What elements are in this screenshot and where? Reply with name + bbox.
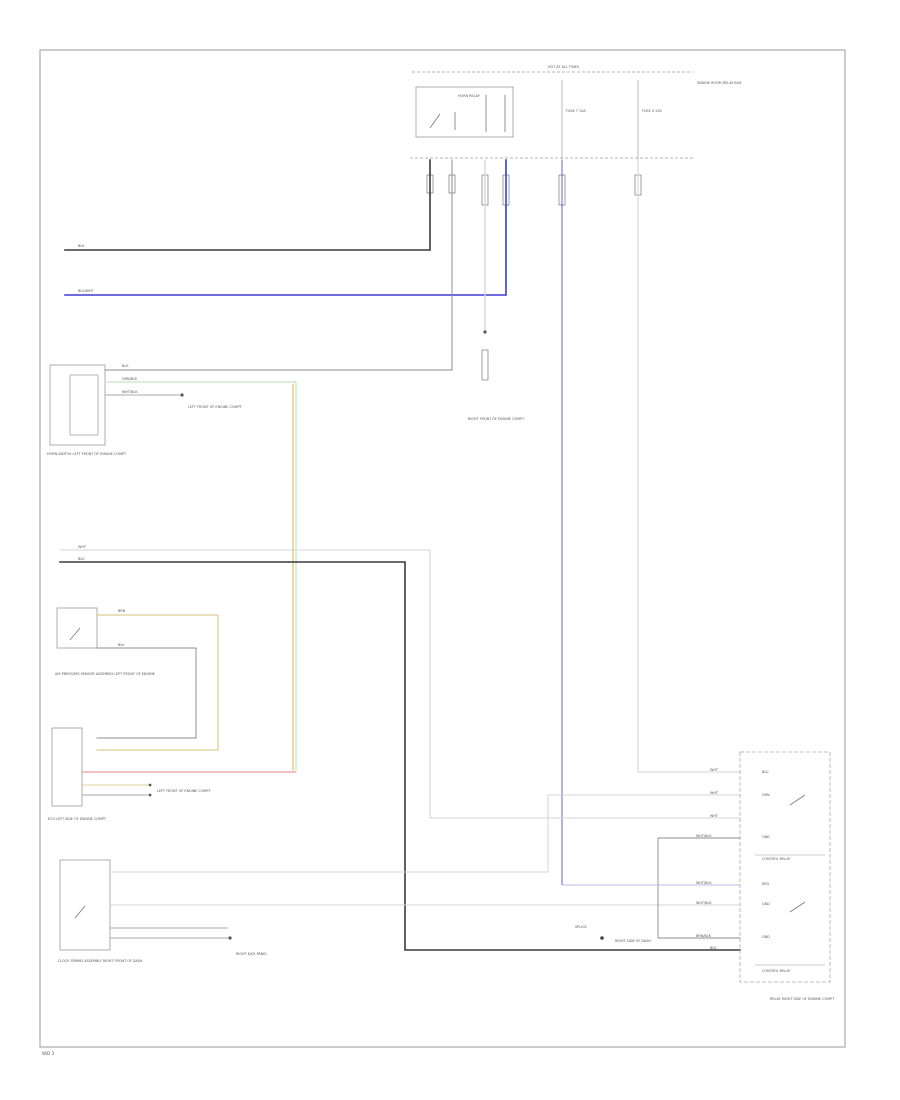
component-2-switch xyxy=(69,627,81,641)
ground-mid-point xyxy=(483,330,487,334)
right-pin-2: WHT xyxy=(710,791,719,795)
component-2-title: AIR PRESSURE SENSOR ASSEMBLY LEFT FRONT … xyxy=(55,672,155,676)
wire-1-label: BLK xyxy=(78,244,85,248)
component-2-box xyxy=(56,607,98,649)
right-inner-3: GND xyxy=(762,835,770,839)
ground-bottom-point xyxy=(228,936,232,940)
wire-black-left xyxy=(64,159,431,251)
ground-right-label: RIGHT SIDE OF DASH xyxy=(615,939,651,943)
component-3-box xyxy=(51,727,83,807)
ground-left-2 xyxy=(148,783,152,787)
wire-blue-left xyxy=(64,159,507,296)
wire-white-long xyxy=(59,549,741,819)
wire-light-comp4 xyxy=(109,794,741,873)
ground-mid-label: RIGHT FRONT OF ENGINE COMPT xyxy=(468,417,525,421)
wire-7-label: BLK xyxy=(78,557,85,561)
conn-left-1-label: LEFT FRONT OF ENGINE COMPT xyxy=(188,405,242,409)
component-1-box xyxy=(49,364,106,446)
wire-3-label: BLK xyxy=(122,364,129,368)
wire-white-right xyxy=(637,159,741,773)
right-inner-5: GND xyxy=(762,902,770,906)
conn-left-2-label: LEFT FRONT OF ENGINE COMPT xyxy=(157,789,211,793)
component-5-switch-2 xyxy=(789,901,806,913)
wire-9-label: BLK xyxy=(118,643,125,647)
wire-8-label: BRN xyxy=(118,609,126,613)
component-5-switch-1 xyxy=(789,794,806,806)
fuse-a-label: FUSE 7 10A xyxy=(566,109,586,113)
component-1-inner xyxy=(69,374,99,436)
wire-2-label: BLU/WHT xyxy=(78,289,95,293)
relay-box xyxy=(415,86,514,138)
top-bus-label: HOT AT ALL TIMES xyxy=(548,65,579,69)
component-4-box xyxy=(59,859,111,951)
right-pin-3: WHT xyxy=(710,814,719,818)
ground-mid-connector xyxy=(481,349,489,381)
wire-6-label: WHT xyxy=(78,545,87,549)
fuse-b-label: FUSE 4 15A xyxy=(642,109,662,113)
splice-label: SPLICE xyxy=(575,925,587,929)
wire-gray-comp2 xyxy=(96,647,197,739)
wire-gray-right-bus xyxy=(657,837,741,939)
ground-left-1 xyxy=(180,393,184,397)
component-4-switch xyxy=(74,905,86,919)
component-3-title: ECU LEFT SIDE OF ENGINE COMPT xyxy=(48,817,107,821)
ground-bottom-label: RIGHT KICK PANEL xyxy=(236,952,267,956)
right-pin-6: WHT/BLK xyxy=(696,901,712,905)
component-5-sub-2: CONTROL RELAY xyxy=(762,969,791,973)
right-inner-4: RED xyxy=(762,882,769,886)
right-pin-5: WHT/BLK xyxy=(696,881,712,885)
relay-switch-contact xyxy=(429,113,441,129)
diagram-frame xyxy=(39,49,846,1048)
right-inner-2: GRN xyxy=(762,793,770,797)
right-inner-6: GND xyxy=(762,935,770,939)
component-4-title: CLOCK SPRING ASSEMBLY RIGHT FRONT OF DAS… xyxy=(58,959,143,963)
component-5-title: RELAY RIGHT SIDE OF ENGINE COMPT xyxy=(770,997,835,1001)
wire-gray-relay xyxy=(104,159,453,371)
fuse-block-label: ENGINE ROOM RELAY BOX xyxy=(697,81,742,85)
wire-black-long xyxy=(59,561,741,951)
right-pin-1: WHT xyxy=(710,768,719,772)
right-pin-7: BRN/BLK xyxy=(696,934,712,938)
relay-box-label: HORN RELAY xyxy=(458,94,481,98)
right-pin-4: WHT/BLK xyxy=(696,834,712,838)
component-5-sub-1: CONTROL RELAY xyxy=(762,857,791,861)
wire-4-label: GRN/BLK xyxy=(122,377,138,381)
wire-yellow-comp2 xyxy=(96,614,219,751)
component-5-box xyxy=(739,751,831,983)
ground-left-3 xyxy=(148,793,152,797)
wire-green-comp1 xyxy=(104,381,297,771)
page-id: W/D 3 xyxy=(42,1051,55,1056)
splice-point xyxy=(600,936,604,940)
component-1-title: HORN SWITCH LEFT FRONT OF ENGINE COMPT xyxy=(47,452,127,456)
right-pin-8: BLK xyxy=(710,946,717,950)
wire-5-label: WHT/BLK xyxy=(122,390,138,394)
right-inner-1: BLU xyxy=(762,770,769,774)
